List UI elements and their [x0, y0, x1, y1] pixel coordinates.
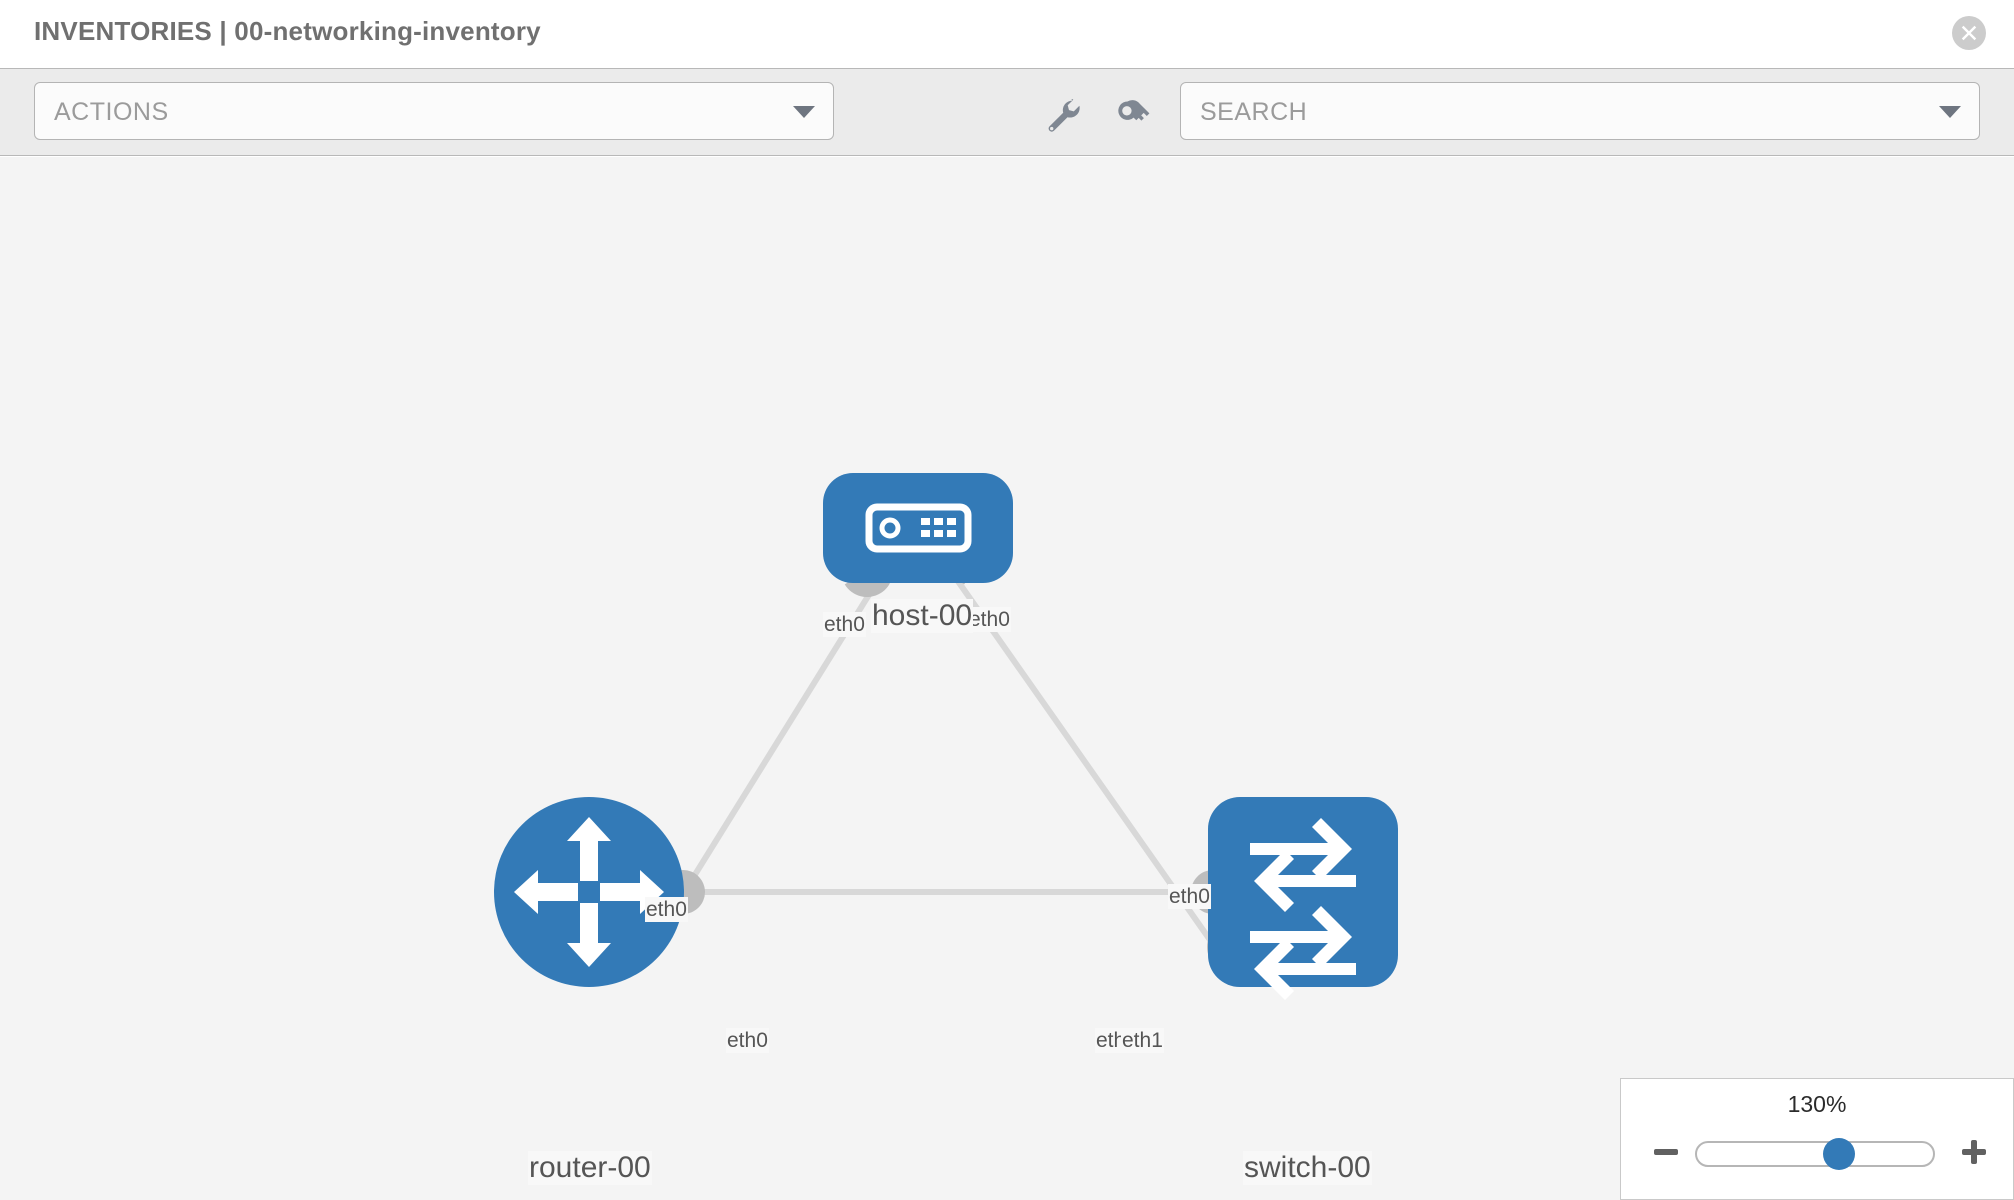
zoom-slider-row: [1621, 1131, 2013, 1175]
search-input[interactable]: SEARCH: [1180, 82, 1980, 140]
close-icon[interactable]: [1952, 16, 1986, 50]
actions-dropdown[interactable]: ACTIONS: [34, 82, 834, 140]
node-switch-00: [1208, 797, 1398, 1000]
edge-label-iface: eth1: [1121, 1028, 1164, 1053]
zoom-percent-label: 130%: [1787, 1091, 1847, 1117]
key-icon[interactable]: [1110, 93, 1154, 137]
page-header: INVENTORIES | 00-networking-inventory: [0, 0, 2014, 68]
chevron-down-icon: [1939, 106, 1961, 118]
edge-label-iface: eth0: [823, 612, 866, 637]
host-icon: [865, 503, 972, 553]
switch-icon: [1250, 818, 1356, 1000]
edge-label-iface: eth0: [1168, 884, 1211, 909]
toolbar: ACTIONS SEARCH: [0, 68, 2014, 156]
zoom-control-panel: 130%: [1620, 1078, 2014, 1200]
topology-canvas[interactable]: eth0 eth0 eth0 eth0 eth0 eth0 eth1 host-…: [0, 157, 2014, 1200]
edge-label-iface: eth0: [968, 607, 1011, 632]
search-placeholder: SEARCH: [1200, 98, 1308, 126]
chevron-down-icon: [793, 106, 815, 118]
zoom-slider-thumb[interactable]: [1822, 1138, 1855, 1170]
page-title: INVENTORIES | 00-networking-inventory: [34, 16, 541, 46]
edge-label-iface: eth0: [726, 1028, 769, 1053]
edge-label-iface: eth0: [645, 897, 688, 922]
plus-icon[interactable]: [1959, 1137, 1989, 1167]
wrench-icon[interactable]: [1040, 93, 1084, 137]
minus-icon[interactable]: [1651, 1137, 1681, 1167]
node-label-host-00: host-00: [871, 599, 974, 633]
node-label-switch-00: switch-00: [1243, 1151, 1372, 1185]
node-router-00: [494, 797, 684, 987]
actions-dropdown-label: ACTIONS: [54, 98, 169, 126]
zoom-slider-track[interactable]: [1695, 1138, 1935, 1170]
node-host-00: [823, 473, 1013, 583]
node-label-router-00: router-00: [528, 1151, 652, 1185]
